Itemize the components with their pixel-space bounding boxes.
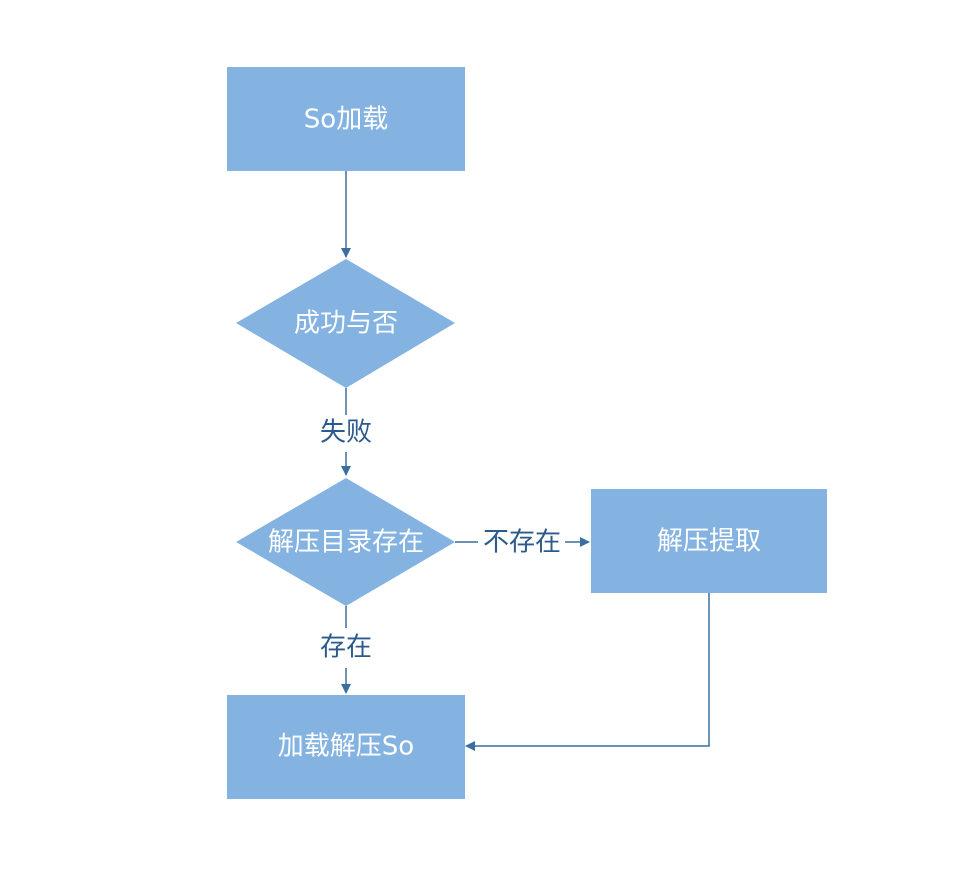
node-load-unzipped-so-label: 加载解压So xyxy=(278,732,414,762)
node-success-check-label: 成功与否 xyxy=(294,309,398,339)
node-unzip-extract-label: 解压提取 xyxy=(657,527,761,557)
edge-label-not-exists: 不存在 xyxy=(483,528,561,558)
edge-label-fail: 失败 xyxy=(320,418,372,448)
edge-extract-to-load xyxy=(465,593,710,751)
node-so-load: So加载 xyxy=(227,67,465,171)
node-unzip-dir-exists: 解压目录存在 xyxy=(236,478,455,606)
node-so-load-label: So加载 xyxy=(304,105,388,135)
node-load-unzipped-so: 加载解压So xyxy=(227,695,465,799)
node-success-check: 成功与否 xyxy=(236,259,455,388)
node-unzip-dir-exists-label: 解压目录存在 xyxy=(268,528,424,558)
edge-label-exists: 存在 xyxy=(320,633,372,663)
node-unzip-extract: 解压提取 xyxy=(591,489,827,593)
